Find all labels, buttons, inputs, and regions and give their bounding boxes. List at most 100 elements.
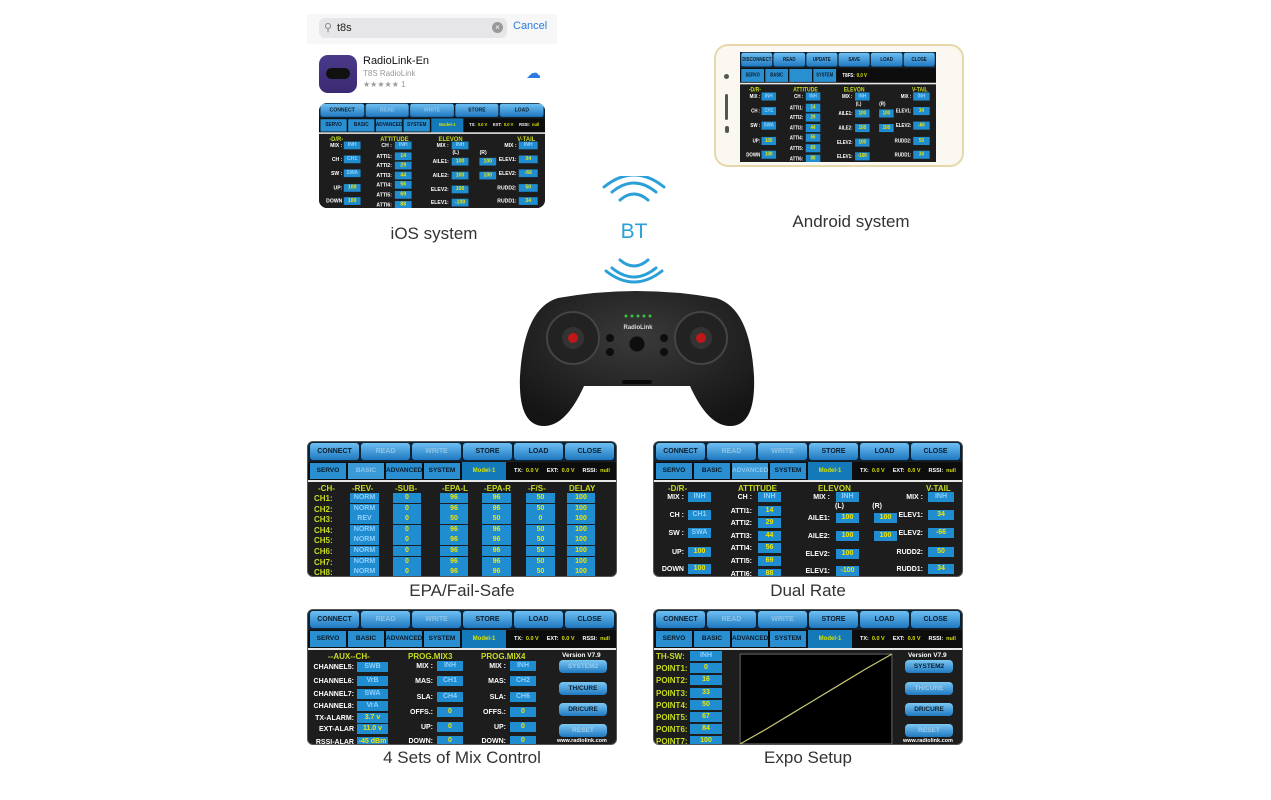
attitude-atti1-field[interactable]: 14: [394, 152, 412, 161]
ch8-sub-field[interactable]: 0: [393, 567, 421, 576]
mix4-up-field[interactable]: 0: [510, 722, 536, 732]
dr-sw-field[interactable]: SWA: [688, 528, 711, 538]
mix3-offs-field[interactable]: 0: [437, 707, 463, 717]
mix4-mix-field[interactable]: INH: [510, 661, 536, 671]
ch4-rev-field[interactable]: NORM: [350, 524, 379, 535]
ch8-epa-l-field[interactable]: 96: [440, 567, 468, 576]
tab-servo[interactable]: SERVO: [741, 68, 765, 82]
ch8-rev-field[interactable]: NORM: [350, 567, 379, 576]
ch7-epa-l-field[interactable]: 96: [440, 556, 468, 567]
ch2-sub-field[interactable]: 0: [393, 503, 421, 514]
point5-field[interactable]: 67: [690, 712, 722, 722]
mix3-mas-field[interactable]: CH1: [437, 676, 463, 686]
dr-mix-field[interactable]: INH: [761, 92, 777, 101]
point2-field[interactable]: 16: [690, 675, 722, 686]
mix3-up-field[interactable]: 0: [437, 722, 463, 732]
store-button[interactable]: STORE: [809, 611, 858, 628]
save-button[interactable]: SAVE: [838, 52, 870, 67]
dr-cure-button[interactable]: DR/CURE: [559, 703, 607, 716]
dr-mix-field[interactable]: INH: [343, 141, 361, 150]
tab-system[interactable]: SYSTEM: [424, 631, 460, 647]
close-button[interactable]: CLOSE: [903, 52, 935, 67]
th-cure-button[interactable]: TH/CURE: [905, 682, 953, 695]
point1-field[interactable]: 0: [690, 663, 722, 674]
connect-button[interactable]: CONNECT: [656, 443, 705, 460]
system2-button[interactable]: SYSTEM2: [559, 660, 607, 673]
point6-field[interactable]: 84: [690, 724, 722, 735]
load-button[interactable]: LOAD: [500, 103, 544, 117]
connect-button[interactable]: CONNECT: [656, 611, 705, 628]
ch3-epa-l-field[interactable]: 50: [440, 514, 468, 525]
ch1-rev-field[interactable]: NORM: [350, 493, 379, 503]
th-sw-field[interactable]: INH: [690, 651, 722, 661]
ch6-epa-r-field[interactable]: 96: [482, 546, 511, 556]
ch2-f-s-field[interactable]: 50: [526, 503, 555, 514]
ch2-epa-r-field[interactable]: 96: [482, 503, 511, 514]
ch6-sub-field[interactable]: 0: [393, 546, 421, 556]
dr-ch-field[interactable]: CH1: [688, 510, 711, 520]
channel6-field[interactable]: VrB: [357, 676, 388, 686]
attitude-atti6-field[interactable]: 88: [805, 154, 821, 162]
attitude-atti2-field[interactable]: 29: [394, 161, 412, 170]
vtail-rudd1-field[interactable]: 34: [518, 197, 538, 205]
channel7-field[interactable]: SWA: [357, 689, 388, 699]
clear-icon[interactable]: ×: [492, 22, 503, 33]
attitude-atti5-field[interactable]: 69: [758, 556, 781, 566]
attitude-atti2-field[interactable]: 29: [758, 518, 781, 528]
ch2-rev-field[interactable]: NORM: [350, 503, 379, 514]
connect-button[interactable]: CONNECT: [310, 443, 359, 460]
dr-up-field[interactable]: 100: [688, 547, 711, 557]
vtail-elev1-field[interactable]: 34: [518, 155, 538, 164]
store-button[interactable]: STORE: [455, 103, 499, 117]
ch2-delay-field[interactable]: 100: [567, 503, 595, 514]
dr-ch-field[interactable]: CH1: [343, 155, 361, 164]
read-button[interactable]: READ: [361, 611, 410, 628]
elevon-aile1-right-field[interactable]: 100: [874, 513, 897, 523]
attitude-atti4-field[interactable]: 56: [805, 133, 821, 142]
mix4-down-field[interactable]: 0: [510, 736, 536, 744]
tab-basic[interactable]: BASIC: [348, 119, 375, 132]
tab-system[interactable]: SYSTEM: [403, 119, 430, 132]
model-selector[interactable]: Model-1: [462, 462, 506, 480]
tab-basic[interactable]: BASIC: [694, 631, 730, 647]
dr-down-field[interactable]: 100: [761, 150, 777, 159]
model-selector[interactable]: Model-1: [462, 630, 506, 648]
dr-sw-field[interactable]: SWA: [761, 121, 777, 130]
elevon-aile2-left-field[interactable]: 100: [451, 171, 469, 180]
dr-down-field[interactable]: 100: [688, 564, 711, 574]
ch6-epa-l-field[interactable]: 96: [440, 546, 468, 556]
ch1-epa-l-field[interactable]: 96: [440, 493, 468, 503]
point4-field[interactable]: 50: [690, 699, 722, 710]
attitude-atti5-field[interactable]: 69: [394, 191, 412, 199]
tab-advanced[interactable]: ADVANCED: [375, 119, 403, 132]
tab-system[interactable]: SYSTEM: [770, 631, 806, 647]
attitude-atti4-field[interactable]: 56: [394, 180, 412, 189]
mix4-mas-field[interactable]: CH2: [510, 676, 536, 686]
read-button[interactable]: READ: [707, 611, 756, 628]
mix3-down-field[interactable]: 0: [437, 736, 463, 744]
ch3-f-s-field[interactable]: 0: [526, 514, 555, 525]
elevon-elev2-left-field[interactable]: 100: [836, 549, 859, 559]
tab-blank[interactable]: [789, 68, 813, 82]
tab-basic[interactable]: BASIC: [694, 463, 730, 479]
ch4-sub-field[interactable]: 0: [393, 524, 421, 535]
rssi-alar-field[interactable]: -45 dBm: [357, 737, 388, 745]
cloud-download-icon[interactable]: ☁: [526, 65, 541, 82]
write-button[interactable]: WRITE: [758, 611, 807, 628]
write-button[interactable]: WRITE: [410, 103, 454, 117]
point7-field[interactable]: 100: [690, 736, 722, 744]
mix3-sla-field[interactable]: CH4: [437, 692, 463, 702]
attitude-atti3-field[interactable]: 44: [758, 531, 781, 541]
ch3-rev-field[interactable]: REV: [350, 514, 379, 525]
vtail-elev1-field[interactable]: 34: [928, 510, 954, 520]
ch3-delay-field[interactable]: 100: [567, 514, 595, 525]
model-selector[interactable]: Model-1: [808, 630, 852, 648]
tab-advanced[interactable]: ADVANCED: [386, 463, 422, 479]
search-input[interactable]: ⚲ t8s ×: [319, 18, 507, 38]
attitude-atti1-field[interactable]: 14: [805, 103, 821, 112]
write-button[interactable]: WRITE: [412, 443, 461, 460]
read-button[interactable]: READ: [773, 52, 805, 67]
ch5-f-s-field[interactable]: 50: [526, 535, 555, 546]
elevon-aile1-left-field[interactable]: 100: [836, 513, 859, 523]
vtail-elev1-field[interactable]: 34: [913, 107, 930, 116]
